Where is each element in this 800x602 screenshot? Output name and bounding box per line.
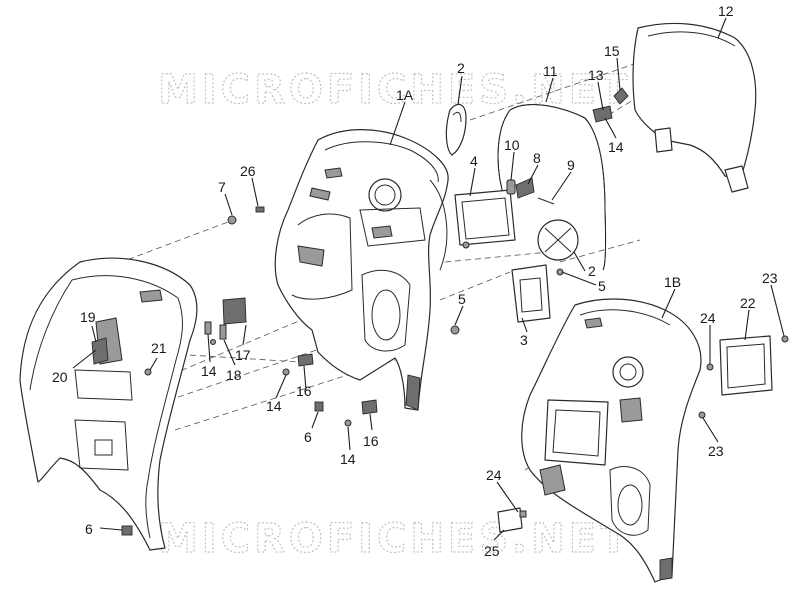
leader-lines xyxy=(72,17,785,541)
fasteners xyxy=(91,87,789,536)
callout-16-right: 16 xyxy=(363,433,379,449)
callout-23-bottom: 23 xyxy=(708,443,724,459)
plate-25 xyxy=(497,507,523,533)
callout-7: 7 xyxy=(218,179,226,195)
top-cover-12 xyxy=(632,22,757,193)
callout-18: 18 xyxy=(226,367,242,383)
callout-15: 15 xyxy=(604,43,620,59)
callout-25: 25 xyxy=(484,543,500,559)
watermark-bottom: MICROFICHES.NET xyxy=(158,516,631,562)
callout-3: 3 xyxy=(520,332,528,348)
plate-3 xyxy=(511,264,551,323)
callout-19: 19 xyxy=(80,309,96,325)
legshield-1B xyxy=(521,298,702,583)
callout-26: 26 xyxy=(240,163,256,179)
callout-21: 21 xyxy=(151,340,167,356)
callout-9: 9 xyxy=(567,157,575,173)
panel-22 xyxy=(719,335,773,396)
callout-22: 22 xyxy=(740,295,756,311)
callout-24-right: 24 xyxy=(700,310,716,326)
callout-1A: 1A xyxy=(396,87,414,103)
trim-frame-21 xyxy=(19,257,198,551)
callout-14-bottom: 14 xyxy=(340,451,356,467)
callout-8: 8 xyxy=(533,150,541,166)
callout-16-left: 16 xyxy=(296,383,312,399)
callouts: 1A 2 11 12 15 13 14 10 8 9 4 2 5 3 1B 22… xyxy=(52,3,778,559)
callout-5-right: 5 xyxy=(598,278,606,294)
callout-6-center: 6 xyxy=(304,429,312,445)
cable-11 xyxy=(497,104,607,271)
callout-14-left: 14 xyxy=(201,363,217,379)
callout-1B: 1B xyxy=(664,274,681,290)
callout-17: 17 xyxy=(235,347,251,363)
callout-2-lens: 2 xyxy=(457,60,465,76)
plate-4 xyxy=(454,189,516,246)
callout-4: 4 xyxy=(470,153,478,169)
legshield-1A xyxy=(274,129,449,411)
callout-14-center: 14 xyxy=(266,398,282,414)
small-parts-8-9-10 xyxy=(506,177,555,205)
callout-20: 20 xyxy=(52,369,68,385)
callout-10: 10 xyxy=(504,137,520,153)
callout-5-center: 5 xyxy=(458,291,466,307)
callout-14-top: 14 xyxy=(608,139,624,155)
callout-12: 12 xyxy=(718,3,734,19)
lens-2 xyxy=(445,103,467,156)
fuel-funnel-2 xyxy=(537,219,579,261)
callout-2-funnel: 2 xyxy=(588,263,596,279)
callout-24-bottom: 24 xyxy=(486,467,502,483)
callout-13: 13 xyxy=(588,67,604,83)
callout-11: 11 xyxy=(543,63,558,79)
callout-6-left: 6 xyxy=(85,521,93,537)
watermark-top: MICROFICHES.NET xyxy=(158,67,631,113)
callout-23-top: 23 xyxy=(762,270,778,286)
